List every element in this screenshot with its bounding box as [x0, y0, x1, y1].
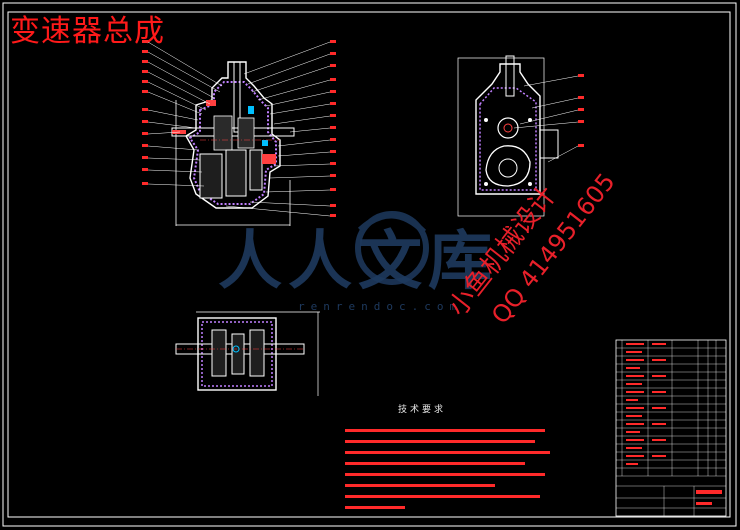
note-line — [345, 486, 555, 498]
technical-requirements-list — [345, 420, 555, 509]
drawing-title: 变速器总成 — [10, 14, 165, 49]
watermark-logo-icon — [355, 211, 429, 285]
top-section-view — [175, 311, 320, 396]
title-block — [615, 339, 727, 517]
watermark-brand: 人人文库 — [218, 225, 498, 299]
watermark-url: renrendoc.com — [298, 300, 463, 313]
note-line — [345, 431, 555, 443]
front-section-view — [142, 40, 336, 226]
note-line — [345, 453, 555, 465]
note-line — [345, 442, 555, 454]
note-line — [345, 497, 555, 509]
technical-requirements-heading: 技术要求 — [398, 405, 447, 415]
note-line — [345, 464, 555, 476]
side-view — [457, 55, 584, 217]
note-line — [345, 475, 555, 487]
note-line — [345, 420, 555, 432]
